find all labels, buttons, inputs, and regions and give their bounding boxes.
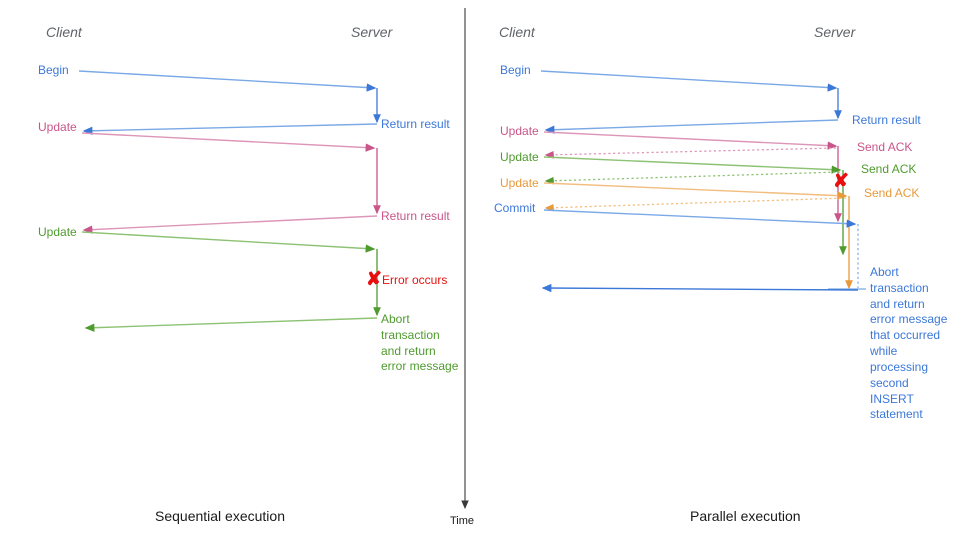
arrow-right-return1 (544, 119, 839, 134)
right-msg-send-ack-3: Send ACK (864, 186, 920, 200)
right-msg-update-1: Update (500, 124, 539, 138)
arrow-right-begin (540, 70, 838, 92)
arrow-right-update1 (543, 131, 838, 150)
right-msg-send-ack-1: Send ACK (857, 140, 913, 154)
right-panel-caption: Parallel execution (690, 508, 801, 524)
left-msg-abort: Abort transaction and return error messa… (381, 312, 459, 374)
left-msg-begin: Begin (38, 63, 69, 77)
right-actor-server: Server (814, 24, 856, 40)
lifeline-right-blue-wait (828, 224, 866, 290)
left-msg-update-2: Update (38, 225, 77, 239)
arrow-right-ack2 (544, 171, 841, 185)
arrow-right-abort (541, 283, 859, 293)
left-actor-client: Client (46, 24, 82, 40)
right-panel-flows (540, 70, 866, 293)
right-msg-commit: Commit (494, 201, 536, 215)
arrow-left-update2 (81, 231, 376, 253)
right-msg-return-result: Return result (852, 113, 921, 127)
left-msg-return-result-2: Return result (381, 209, 450, 223)
left-msg-update-1: Update (38, 120, 77, 134)
arrow-right-update3 (543, 182, 848, 200)
arrow-left-begin (78, 70, 377, 92)
arrow-right-update2 (543, 156, 842, 174)
error-x-icon-left: ✘ (366, 269, 382, 290)
left-panel-flows (78, 70, 381, 332)
left-panel-caption: Sequential execution (155, 508, 285, 524)
arrow-left-return2 (82, 215, 378, 234)
error-x-icon-right: ✘ (833, 171, 849, 192)
right-actor-client: Client (499, 24, 535, 40)
right-msg-abort: Abort transaction and return error messa… (870, 265, 948, 422)
arrow-right-commit (543, 209, 857, 228)
right-msg-send-ack-2: Send ACK (861, 162, 917, 176)
right-msg-update-2: Update (500, 150, 539, 164)
arrow-right-ack3 (544, 197, 847, 212)
time-axis-label: Time (450, 515, 475, 527)
arrow-left-return1 (82, 123, 378, 135)
right-msg-begin: Begin (500, 63, 531, 77)
left-actor-server: Server (351, 24, 393, 40)
arrow-right-ack1 (544, 147, 837, 159)
left-msg-return-result-1: Return result (381, 117, 450, 131)
right-msg-update-3: Update (500, 176, 539, 190)
left-msg-error-occurs: Error occurs (382, 273, 448, 287)
arrow-left-update1 (81, 132, 376, 152)
arrow-left-abort (84, 317, 378, 332)
